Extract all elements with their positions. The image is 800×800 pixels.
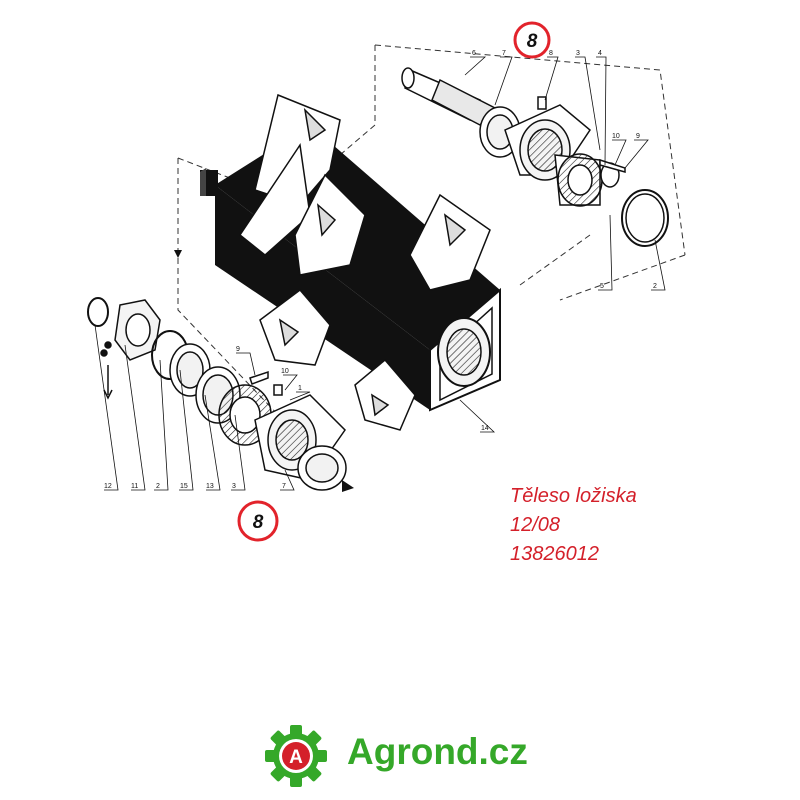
part-label-10-bottom: 10 bbox=[281, 368, 289, 375]
part-label-5: 5 bbox=[600, 283, 604, 290]
part-label-1: 1 bbox=[298, 385, 302, 392]
part-label-13: 13 bbox=[206, 483, 214, 490]
part-label-4: 4 bbox=[598, 50, 602, 57]
part-label-8-top: 8 bbox=[549, 50, 553, 57]
callout-bottom: 8 bbox=[237, 500, 279, 542]
caption-code: 12/08 bbox=[510, 514, 561, 536]
part-label-7-top: 7 bbox=[502, 50, 506, 57]
part-label-14: 14 bbox=[481, 425, 489, 432]
arrow-bottom-guide bbox=[342, 480, 354, 492]
callout-top: 8 bbox=[513, 21, 551, 59]
part-label-11: 11 bbox=[131, 483, 138, 490]
brand-name: Agrond.cz bbox=[347, 731, 528, 772]
gear-logo-icon: A bbox=[265, 725, 327, 787]
part-label-15: 15 bbox=[180, 483, 188, 490]
part-label-12: 12 bbox=[104, 483, 112, 490]
part-label-3-bottom: 3 bbox=[232, 483, 236, 490]
part-label-9-bottom: 9 bbox=[236, 346, 240, 353]
paddle-blades bbox=[238, 93, 491, 431]
upper-bearing-assembly bbox=[401, 67, 669, 247]
leader-lines bbox=[94, 56, 666, 491]
callout-bottom-label: 8 bbox=[253, 512, 264, 533]
caption-part-number: 13826012 bbox=[510, 543, 599, 565]
part-number-labels: 6 7 8 3 4 10 9 5 2 14 9 10 1 12 11 2 15 … bbox=[104, 50, 657, 490]
caption-part-name: Těleso ložiska bbox=[510, 485, 637, 507]
part-label-9-top: 9 bbox=[636, 133, 640, 140]
lower-bearing-assembly bbox=[87, 297, 347, 491]
part-label-10-top: 10 bbox=[612, 133, 620, 140]
arrow-left-guide bbox=[174, 250, 182, 258]
part-label-2-right: 2 bbox=[653, 283, 657, 290]
part-label-7-bottom: 7 bbox=[282, 483, 286, 490]
part-label-3-top: 3 bbox=[576, 50, 580, 57]
callout-top-label: 8 bbox=[527, 31, 538, 52]
part-label-6: 6 bbox=[472, 50, 476, 57]
part-label-2-bottom: 2 bbox=[156, 483, 160, 490]
logo-letter: A bbox=[289, 747, 303, 768]
